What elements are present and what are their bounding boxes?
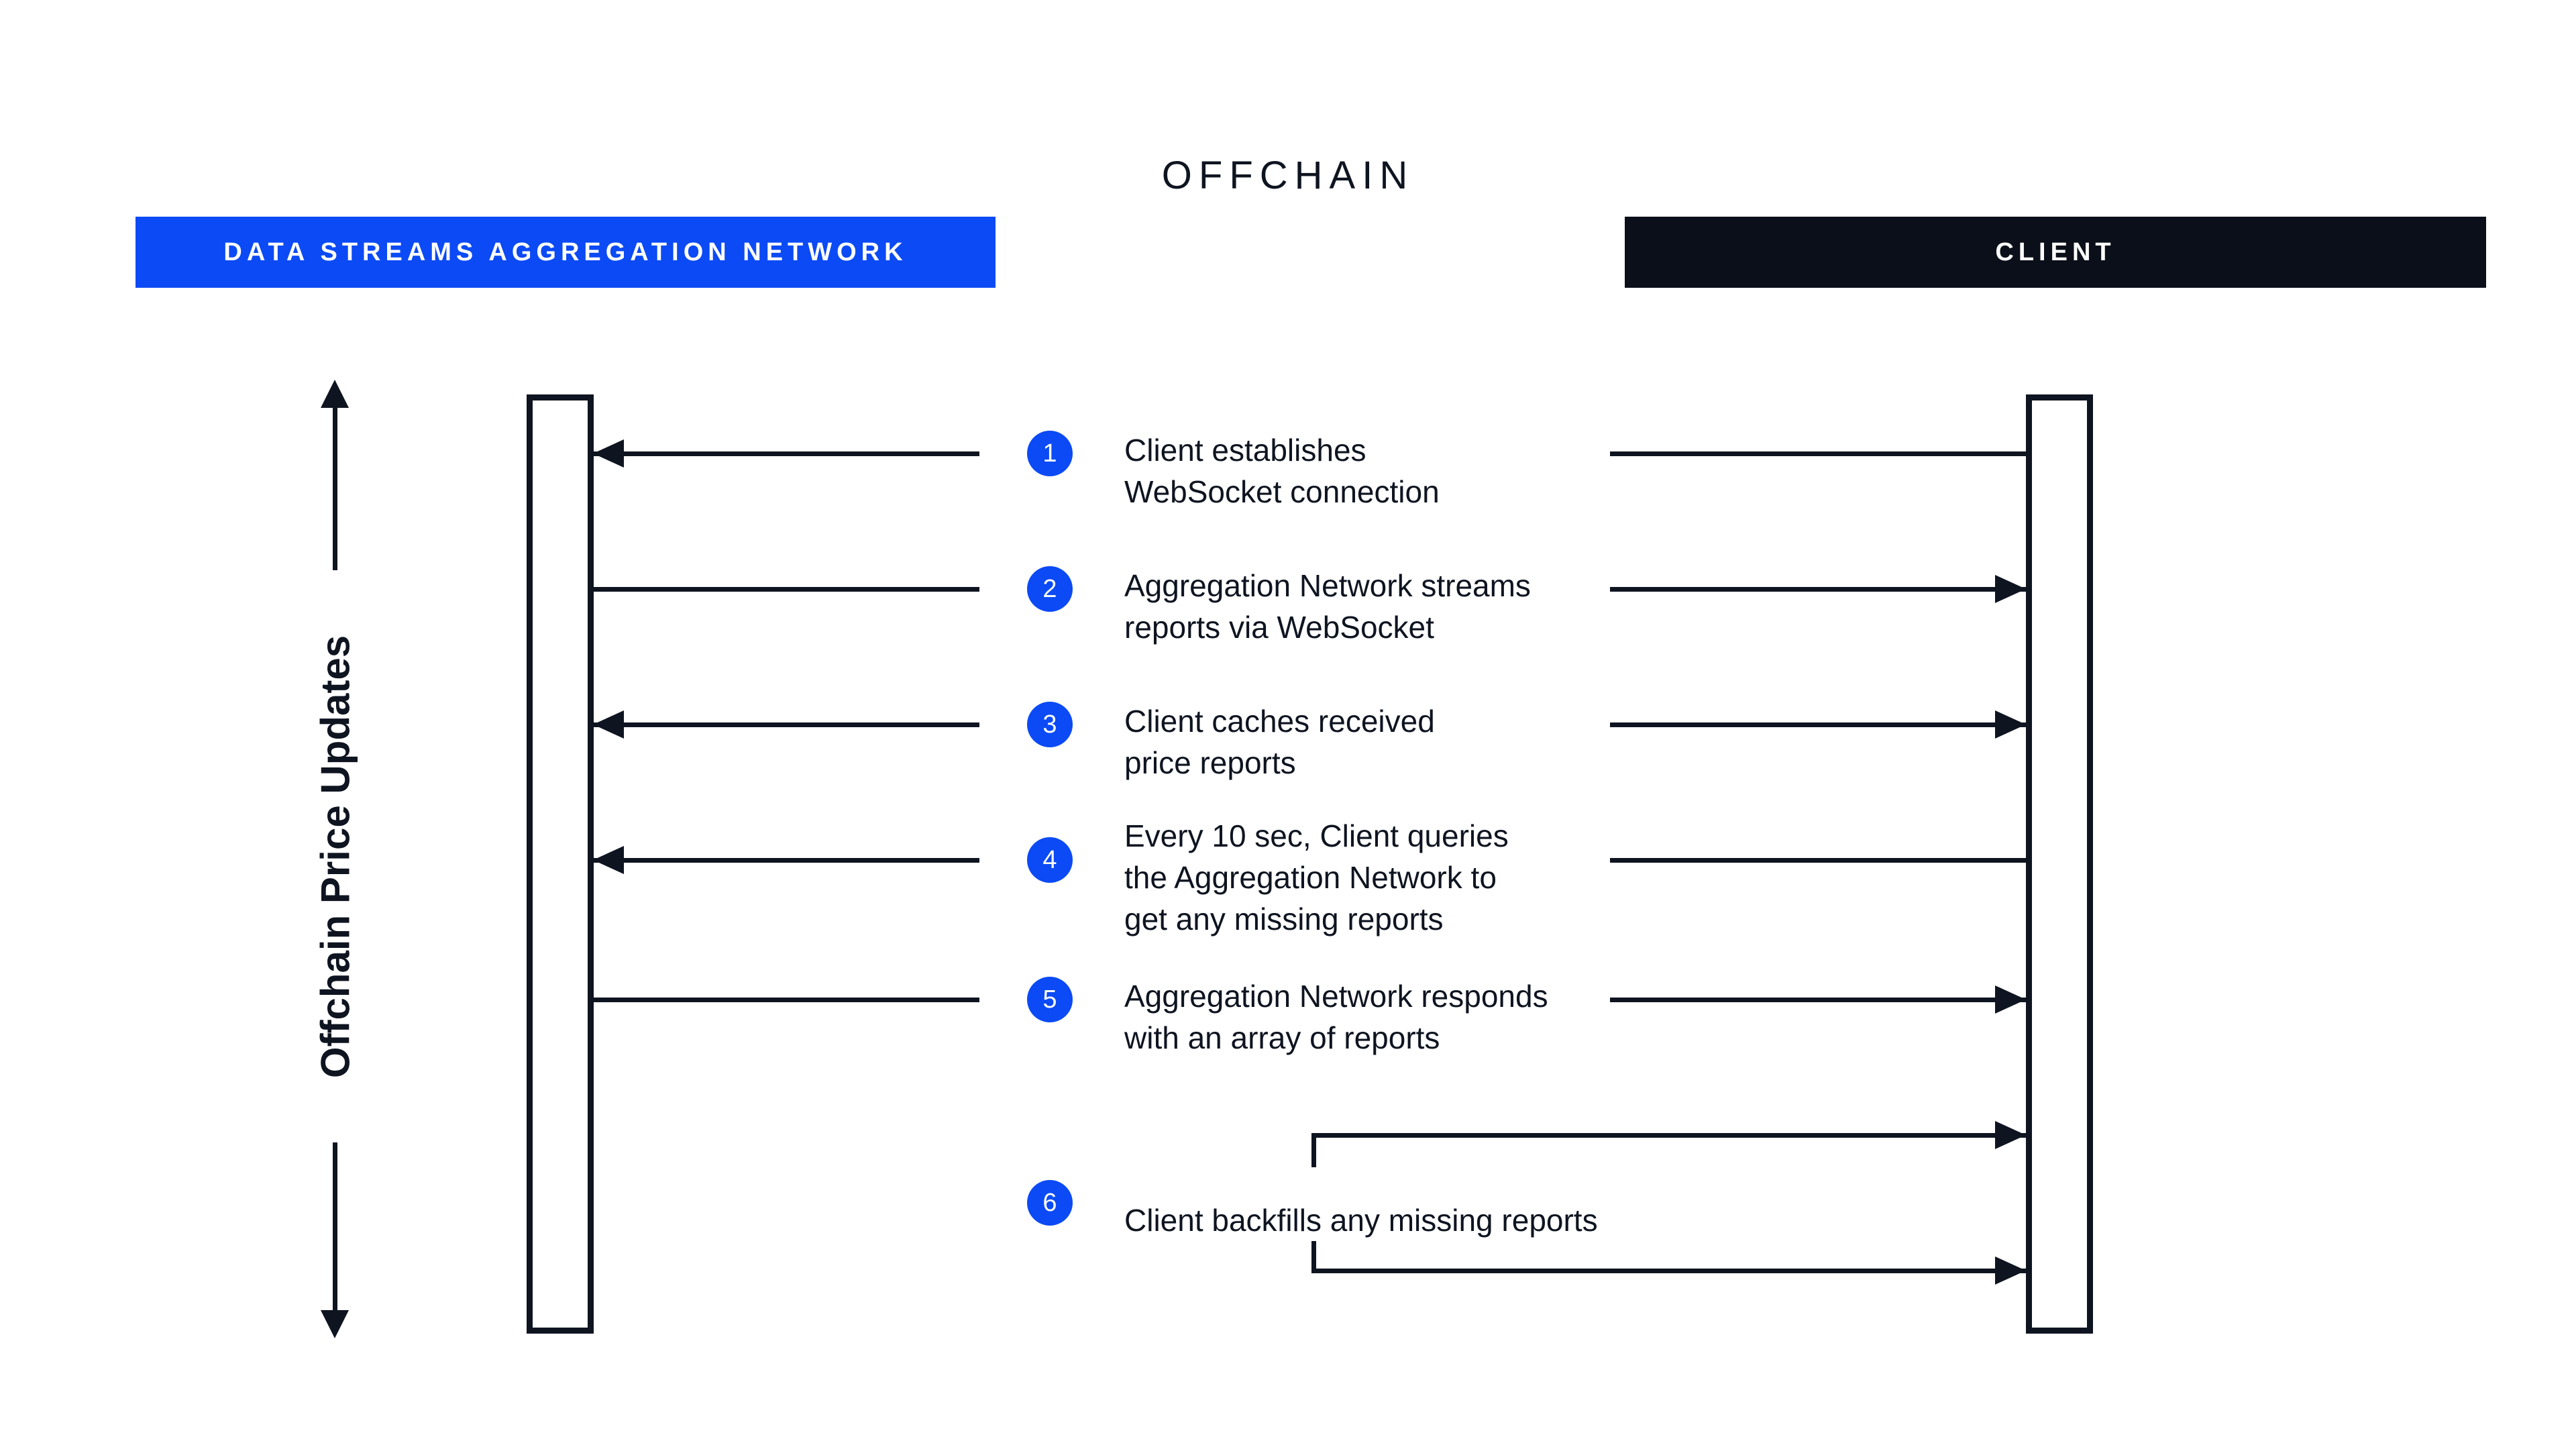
bracket-stub — [1311, 1240, 1316, 1273]
arrowhead-right-icon — [1995, 985, 2026, 1014]
arrowhead-left-icon — [593, 710, 624, 739]
arrowhead-left-icon — [593, 846, 624, 874]
step-badge: 1 — [1027, 431, 1073, 476]
arrow-up-icon — [321, 380, 349, 408]
step-badge: 2 — [1027, 566, 1073, 612]
participant-client: CLIENT — [1625, 217, 2486, 288]
message-line-left — [593, 857, 979, 863]
step-text: Aggregation Network streams reports via … — [1124, 568, 1531, 645]
message-line-right — [1610, 586, 2026, 592]
message-line-right — [1610, 857, 2026, 863]
step-badge: 3 — [1027, 702, 1073, 747]
message-line-right — [1610, 451, 2026, 456]
diagram-title: OFFCHAIN — [1161, 154, 1415, 197]
participant-client-label: CLIENT — [1995, 237, 2116, 266]
arrowhead-left-icon — [593, 439, 624, 468]
message-line-right — [1610, 722, 2026, 727]
step-text: Client caches received price reports — [1124, 704, 1435, 780]
backfill-line — [1311, 1268, 2026, 1273]
step-text: Every 10 sec, Client queries the Aggrega… — [1124, 818, 1509, 936]
axis-line-top — [333, 405, 337, 570]
arrow-down-icon — [321, 1310, 349, 1338]
participant-aggregation-network: DATA STREAMS AGGREGATION NETWORK — [136, 217, 996, 288]
message-line-left — [593, 997, 979, 1002]
message-line-left — [593, 722, 979, 727]
axis-line-bottom — [333, 1142, 337, 1311]
lifeline-client — [2026, 394, 2093, 1334]
message-line-left — [593, 451, 979, 456]
step-badge: 5 — [1027, 977, 1073, 1022]
step-text: Aggregation Network responds with an arr… — [1124, 979, 1548, 1055]
step-badge: 4 — [1027, 837, 1073, 883]
message-line-left — [593, 586, 979, 592]
backfill-line — [1311, 1132, 2026, 1138]
arrowhead-right-icon — [1995, 575, 2026, 603]
lifeline-aggregation-network — [527, 394, 594, 1334]
axis-label: Offchain Price Updates — [313, 635, 358, 1079]
participant-aggregation-network-label: DATA STREAMS AGGREGATION NETWORK — [223, 237, 908, 266]
arrowhead-right-icon — [1995, 1256, 2026, 1285]
step-badge: 6 — [1027, 1180, 1073, 1226]
message-line-right — [1610, 997, 2026, 1002]
step-text: Client establishes WebSocket connection — [1124, 433, 1440, 509]
step-text: Client backfills any missing reports — [1124, 1203, 1598, 1238]
bracket-stub — [1311, 1135, 1316, 1167]
arrowhead-right-icon — [1995, 1121, 2026, 1149]
arrowhead-right-icon — [1995, 710, 2026, 739]
